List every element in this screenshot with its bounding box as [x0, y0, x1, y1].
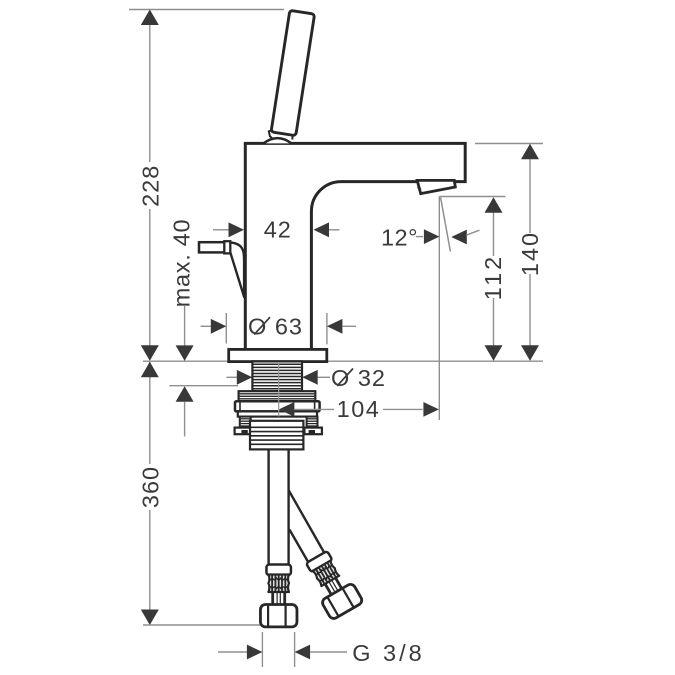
svg-text:140: 140 [517, 231, 543, 276]
svg-text:O 32: O 32 [331, 365, 386, 391]
svg-text:12°: 12° [381, 224, 418, 250]
svg-text:112: 112 [480, 254, 506, 300]
svg-text:104: 104 [337, 396, 381, 422]
svg-text:G 3/8: G 3/8 [352, 640, 424, 666]
svg-text:42: 42 [264, 217, 292, 243]
svg-text:360: 360 [137, 466, 163, 508]
svg-text:max. 40: max. 40 [168, 219, 194, 308]
svg-text:228: 228 [137, 165, 163, 207]
svg-text:O 63: O 63 [248, 313, 303, 339]
